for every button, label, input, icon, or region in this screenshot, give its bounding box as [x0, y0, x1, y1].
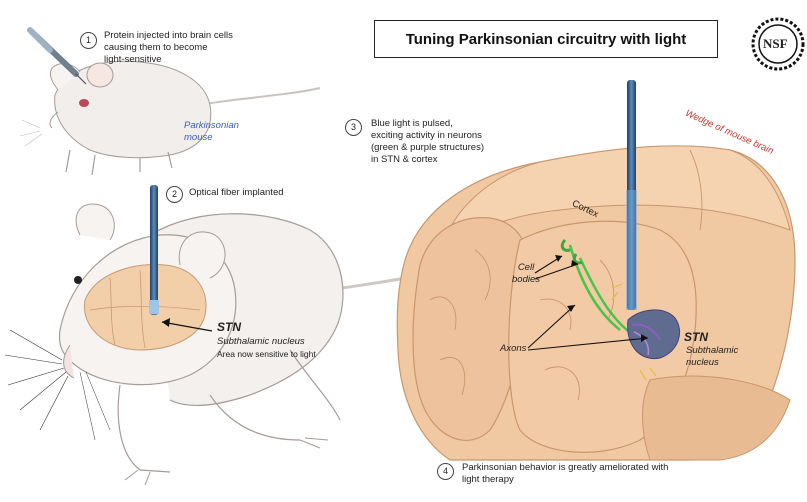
stn-left-note: Area now sensitive to light: [217, 349, 316, 360]
parkinsonian-mouse-label: Parkinsonian mouse: [184, 120, 239, 144]
step-4-number: 4: [437, 463, 454, 480]
nsf-logo-text: NSF: [763, 36, 788, 52]
diagram-title: Tuning Parkinsonian circuitry with light: [374, 20, 718, 58]
stn-right-subtitle: Subthalamic nucleus: [686, 345, 738, 369]
step-3-number: 3: [345, 119, 362, 136]
step-2-number: 2: [166, 186, 183, 203]
step-4-text: Parkinsonian behavior is greatly amelior…: [462, 462, 668, 486]
stn-right-label: STN: [684, 330, 708, 345]
step-1-text: Protein injected into brain cells causin…: [104, 30, 233, 66]
stn-left-label: STN: [217, 320, 241, 335]
stn-left-subtitle: Subthalamic nucleus: [217, 336, 305, 348]
step-2-text: Optical fiber implanted: [189, 187, 284, 199]
mouse-with-implant: [5, 185, 405, 485]
step-1-number: 1: [80, 32, 97, 49]
step-3-text: Blue light is pulsed, exciting activity …: [371, 118, 484, 166]
axons-label: Axons: [500, 343, 526, 355]
cell-bodies-label: Cell bodies: [512, 262, 540, 286]
